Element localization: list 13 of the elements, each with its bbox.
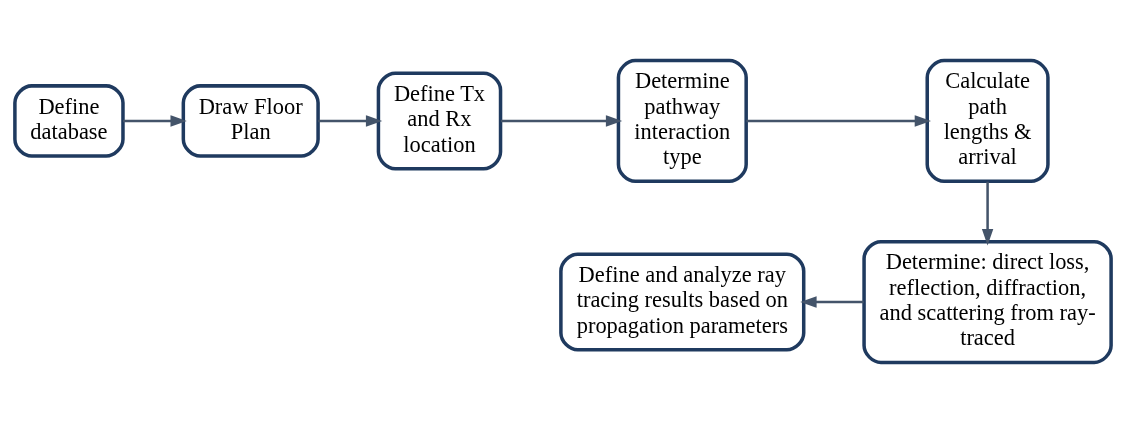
node-box: Define Tx and Rx location (376, 71, 503, 171)
arrow (318, 115, 383, 127)
node-box: Determine pathway interaction type (616, 58, 748, 184)
node-box: Draw Floor Plan (181, 84, 320, 158)
arrow (746, 115, 931, 127)
node-box: Define database (13, 84, 125, 158)
node-box: Define and analyze ray tracing results based on propagation parameters (559, 252, 806, 352)
node-box: Determine: direct loss, reflection, diffraction, and scattering from ray-traced (862, 239, 1113, 365)
node-box: Calculate path lengths & arrival (925, 58, 1050, 184)
arrow (500, 115, 623, 127)
arrow (123, 115, 187, 127)
arrow (800, 296, 864, 308)
arrow (981, 181, 994, 246)
